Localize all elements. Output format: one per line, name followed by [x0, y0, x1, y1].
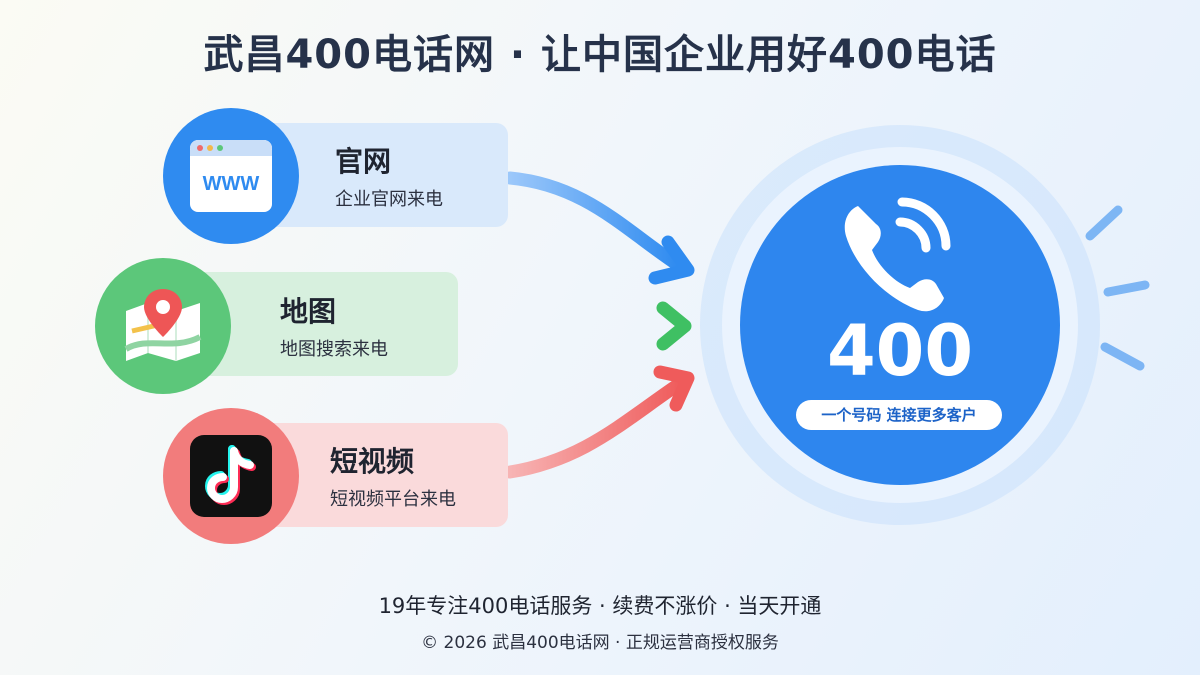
tiktok-icon — [190, 435, 272, 517]
footer-tagline: 19年专注400电话服务 · 续费不涨价 · 当天开通 — [378, 594, 822, 618]
source-subtitle-map: 地图搜索来电 — [280, 339, 388, 360]
map-pin-icon — [124, 289, 202, 361]
source-subtitle-short-video: 短视频平台来电 — [330, 489, 456, 510]
hub-number: 400 — [826, 310, 974, 392]
website-icon-badge: WWW — [163, 108, 299, 244]
hub-slogan-pill: 一个号码 连接更多客户 — [796, 400, 1002, 430]
signal-rays — [1085, 205, 1150, 371]
short-video-icon-badge — [163, 408, 299, 544]
browser-www-icon: WWW — [190, 140, 272, 212]
map-icon-badge — [95, 258, 231, 394]
arrow-map — [453, 301, 692, 351]
page-title: 武昌400电话网 · 让中国企业用好400电话 — [203, 32, 997, 78]
footer-copyright: © 2026 武昌400电话网 · 正规运营商授权服务 — [421, 633, 779, 653]
source-title-short-video: 短视频 — [330, 445, 415, 478]
arrow-web — [503, 171, 695, 285]
www-label: WWW — [203, 173, 260, 195]
source-title-map: 地图 — [280, 295, 337, 328]
source-subtitle-website: 企业官网来电 — [335, 189, 443, 210]
arrow-video — [503, 365, 695, 479]
source-title-website: 官网 — [335, 145, 392, 178]
